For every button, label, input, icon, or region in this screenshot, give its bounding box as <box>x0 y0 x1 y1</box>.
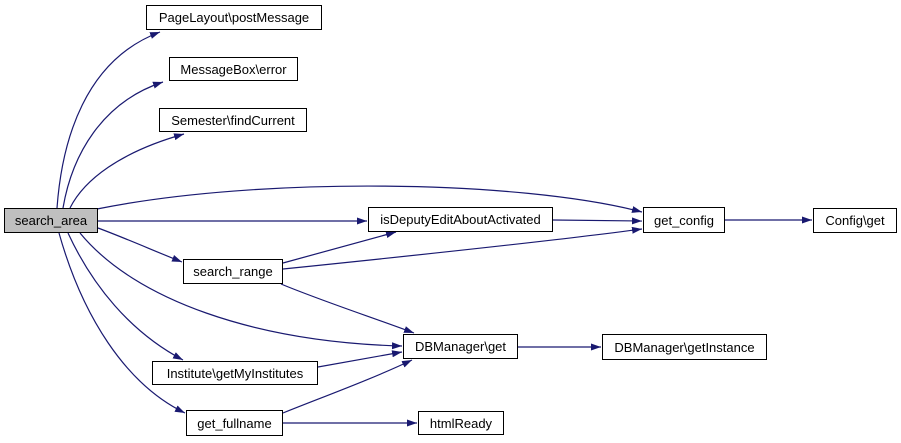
node-search-range[interactable]: search_range <box>183 259 283 284</box>
edge-get-fullname-to-dbmanager-get <box>282 359 413 414</box>
edge-search-range-to-get-config <box>282 226 643 270</box>
edge-search-area-to-semester-findcurrent <box>69 133 185 209</box>
node-get-config[interactable]: get_config <box>643 207 725 233</box>
node-messagebox-error[interactable]: MessageBox\error <box>169 57 298 81</box>
node-pagelayout-postmessage[interactable]: PageLayout\postMessage <box>146 5 322 30</box>
edge-search-range-to-isdeputy <box>282 231 397 264</box>
node-htmlready[interactable]: htmlReady <box>418 411 504 435</box>
edge-search-area-to-dbmanager-get <box>79 232 403 350</box>
edge-search-area-to-get-fullname <box>58 232 186 414</box>
node-search-area[interactable]: search_area <box>4 208 98 233</box>
node-dbmanager-getinstance[interactable]: DBManager\getInstance <box>602 334 767 360</box>
edge-search-area-to-get-config <box>96 185 643 213</box>
edge-search-area-to-search-range <box>97 227 183 263</box>
edge-search-area-to-institute-getmy <box>67 232 184 361</box>
edge-search-range-to-dbmanager-get <box>280 283 415 334</box>
node-semester-findcurrent[interactable]: Semester\findCurrent <box>159 108 307 132</box>
node-dbmanager-get[interactable]: DBManager\get <box>403 334 518 359</box>
node-config-get[interactable]: Config\get <box>813 208 897 233</box>
node-isdeputyeditaboutactivated[interactable]: isDeputyEditAboutActivated <box>368 207 553 232</box>
edge-search-area-to-messagebox-error <box>62 81 164 209</box>
edge-isdeputy-to-get-config <box>552 217 643 225</box>
node-institute-getmyinstitutes[interactable]: Institute\getMyInstitutes <box>152 361 318 385</box>
node-get-fullname[interactable]: get_fullname <box>186 410 283 436</box>
edge-search-area-to-postmessage <box>56 31 161 209</box>
edge-institute-getmy-to-dbmanager-get <box>317 350 403 368</box>
